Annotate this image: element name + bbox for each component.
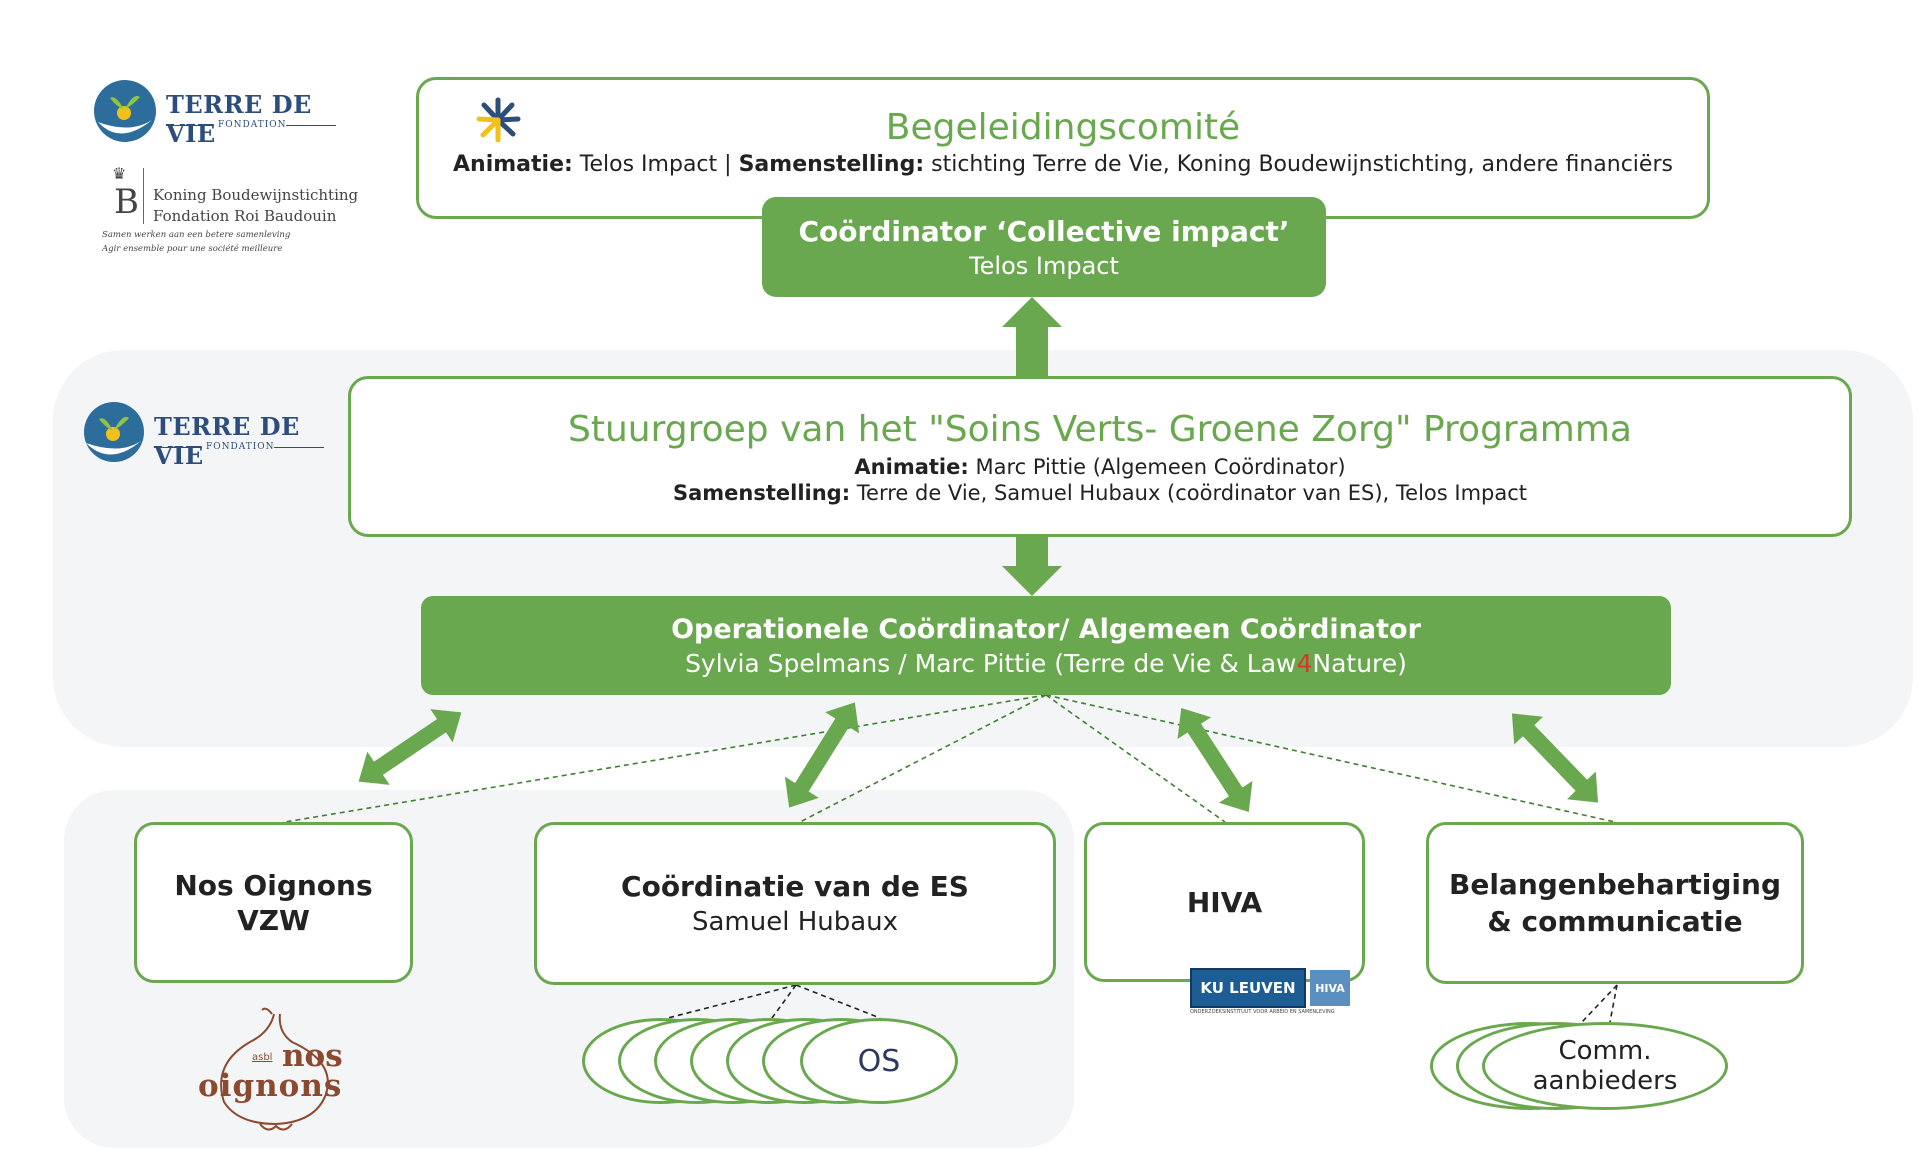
bc-samenstelling-label: Samenstelling:	[738, 152, 925, 177]
dashed-line-belangen	[1045, 694, 1616, 823]
double-arrow-belangen-icon	[1497, 699, 1613, 817]
nos-oignons-line1: Nos Oignons	[174, 868, 373, 902]
stuurgroep-samenstelling: Samenstelling: Terre de Vie, Samuel Huba…	[673, 481, 1527, 505]
dashed-line-nos-oignons	[284, 694, 1047, 823]
coordinatie-es-box: Coördinatie van de ES Samuel Hubaux	[534, 822, 1056, 985]
kbs-tag1: Samen werken aan een betere samenleving	[102, 230, 291, 240]
kbs-letter: B	[114, 182, 139, 222]
sg-samenstelling-value: Terre de Vie, Samuel Hubaux (coördinator…	[856, 480, 1528, 505]
terre-de-vie-logo-top: TERRE DE VIE FONDATION	[90, 76, 350, 148]
operationele-subtitle-b: Nature)	[1312, 648, 1407, 678]
kbs-logo: ♛ B Koning Boudewijnstichting Fondation …	[100, 162, 360, 262]
kbs-divider	[143, 168, 144, 224]
dashed-line-os-1	[667, 984, 797, 1019]
hiva-title: HIVA	[1186, 885, 1263, 919]
coordinator-ci-title: Coördinator ‘Collective impact’	[798, 214, 1290, 248]
nos-oignons-prefix: asbl	[252, 1052, 273, 1063]
operationele-subtitle-4: 4	[1296, 648, 1313, 678]
ku-leuven-badge: KU LEUVEN	[1190, 968, 1306, 1008]
comm-line1: Comm.	[1558, 1036, 1652, 1066]
bc-animatie-label: Animatie:	[453, 152, 573, 177]
dashed-line-es	[799, 694, 1047, 823]
hiva-box: HIVA	[1084, 822, 1365, 982]
dashed-line-os-3	[795, 984, 881, 1019]
terre-de-vie-logo-panel: TERRE DE VIE FONDATION	[80, 398, 340, 470]
nos-oignons-box: Nos Oignons VZW	[134, 822, 413, 983]
terre-de-vie-sub: FONDATION	[218, 120, 287, 130]
terre-de-vie-panel-emblem-icon	[84, 402, 144, 462]
stuurgroep-animatie: Animatie: Marc Pittie (Algemeen Coördina…	[854, 455, 1345, 479]
sg-animatie-value: Marc Pittie (Algemeen Coördinator)	[975, 454, 1346, 479]
operationele-subtitle: Sylvia Spelmans / Marc Pittie (Terre de …	[685, 649, 1407, 678]
nos-oignons-logo: asbl nos oignons	[190, 1002, 360, 1132]
double-arrow-es-icon	[772, 691, 872, 819]
comm-ellipse-front: Comm. aanbieders	[1482, 1022, 1728, 1110]
kbs-crown-icon: ♛	[112, 164, 127, 183]
dashed-line-hiva	[1045, 694, 1226, 823]
belangen-line2: & communicatie	[1487, 905, 1743, 938]
nos-oignons-word1: nos	[282, 1038, 343, 1074]
telos-sunburst-icon	[476, 97, 521, 143]
terre-de-vie-panel-sub: FONDATION	[206, 442, 275, 452]
dashed-line-comm-2	[1609, 984, 1618, 1023]
terre-de-vie-underline	[166, 125, 214, 126]
terre-de-vie-underline-2	[286, 125, 336, 126]
coordinator-collective-impact-box: Coördinator ‘Collective impact’ Telos Im…	[762, 197, 1326, 297]
begeleidingscomite-details: Animatie: Telos Impact | Samenstelling: …	[453, 152, 1673, 177]
operationele-coordinator-box: Operationele Coördinator/ Algemeen Coörd…	[421, 596, 1671, 695]
hiva-badge: HIVA	[1310, 970, 1350, 1006]
nos-oignons-line2: VZW	[237, 903, 310, 937]
stuurgroep-title: Stuurgroep van het "Soins Verts- Groene …	[567, 408, 1632, 450]
stuurgroep-box: Stuurgroep van het "Soins Verts- Groene …	[348, 376, 1852, 537]
operationele-subtitle-a: Sylvia Spelmans / Marc Pittie (Terre de …	[685, 648, 1297, 678]
terre-de-vie-panel-name: TERRE DE VIE	[154, 412, 300, 470]
nos-oignons-word2: oignons	[198, 1068, 343, 1104]
operationele-title: Operationele Coördinator/ Algemeen Coörd…	[671, 613, 1421, 645]
terre-de-vie-panel-underline	[154, 447, 202, 448]
os-ellipse-front: OS	[800, 1018, 958, 1104]
arrow-down-icon	[1002, 537, 1062, 596]
begeleidingscomite-box: Begeleidingscomité Animatie: Telos Impac…	[416, 77, 1710, 219]
sg-samenstelling-label: Samenstelling:	[672, 480, 851, 505]
ku-leuven-sub: ONDERZOEKSINSTITUUT VOOR ARBEID EN SAMEN…	[1190, 1009, 1335, 1015]
bc-separator: |	[724, 152, 732, 177]
begeleidingscomite-title: Begeleidingscomité	[885, 107, 1241, 148]
kbs-line2: Fondation Roi Baudouin	[153, 207, 337, 225]
coordinator-ci-subtitle: Telos Impact	[969, 251, 1119, 280]
onion-outline-icon	[220, 1007, 329, 1131]
hiva-badge-text: HIVA	[1315, 981, 1345, 995]
dashed-line-os-2	[771, 984, 797, 1019]
sg-animatie-label: Animatie:	[854, 454, 969, 479]
kbs-line1: Koning Boudewijnstichting	[153, 186, 359, 204]
terre-de-vie-emblem-icon	[94, 80, 156, 142]
es-subtitle: Samuel Hubaux	[691, 907, 899, 937]
os-label: OS	[857, 1043, 901, 1079]
comm-line2: aanbieders	[1532, 1066, 1678, 1096]
kbs-tag2: Agir ensemble pour une société meilleure	[102, 244, 283, 254]
bc-samenstelling-value: stichting Terre de Vie, Koning Boudewijn…	[931, 152, 1673, 177]
belangenbehartiging-box: Belangenbehartiging & communicatie	[1426, 822, 1804, 984]
ku-leuven-logo: KU LEUVEN HIVA ONDERZOEKSINSTITUUT VOOR …	[1190, 968, 1350, 1018]
belangen-line1: Belangenbehartiging	[1449, 868, 1781, 901]
terre-de-vie-panel-underline-2	[274, 447, 324, 448]
bc-animatie-value: Telos Impact	[579, 152, 718, 177]
double-arrow-nos-oignons-icon	[347, 695, 473, 799]
double-arrow-hiva-icon	[1164, 697, 1266, 823]
es-title: Coördinatie van de ES	[621, 870, 969, 903]
ku-leuven-name: KU LEUVEN	[1200, 979, 1296, 997]
arrow-up-icon	[1002, 297, 1062, 376]
terre-de-vie-name: TERRE DE VIE	[166, 90, 312, 148]
